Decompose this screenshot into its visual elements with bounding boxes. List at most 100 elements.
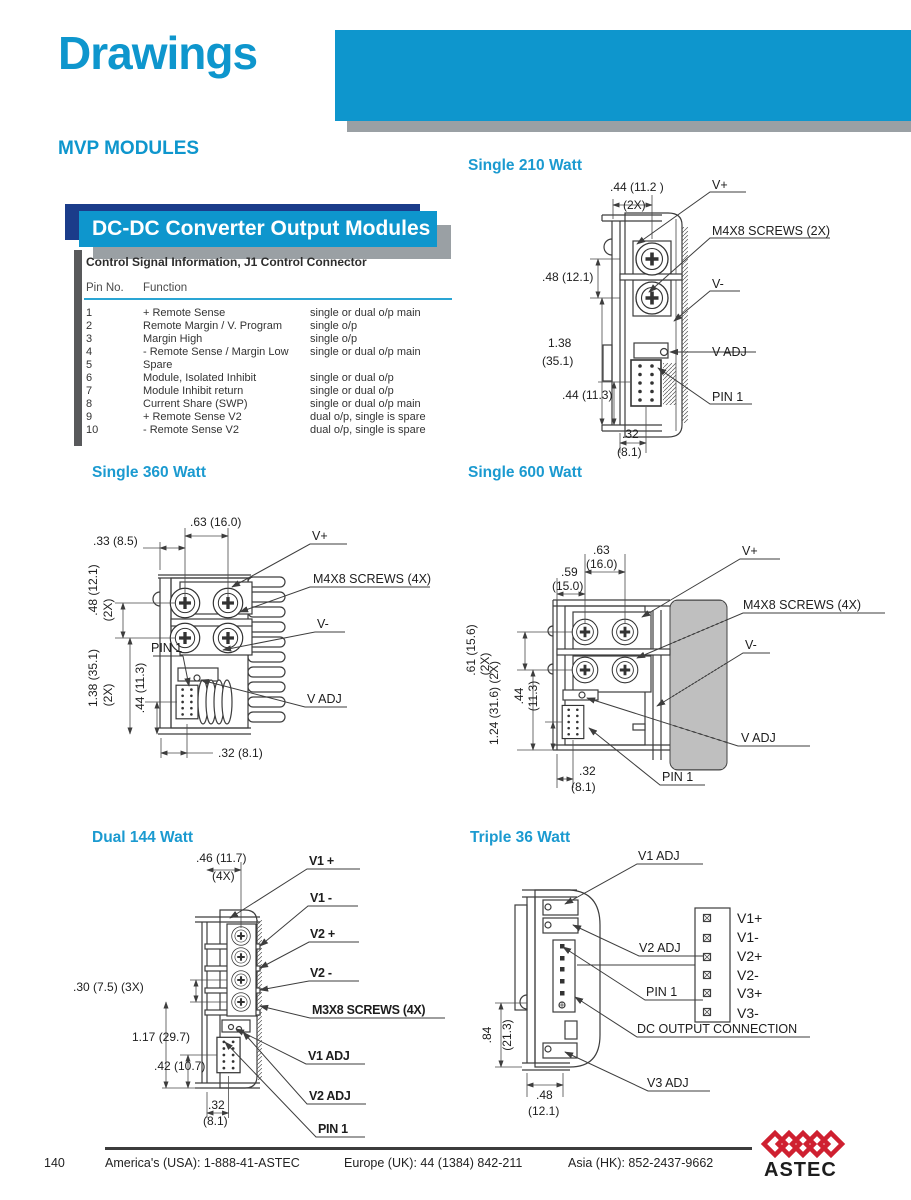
dim-label: (2X) (101, 684, 115, 707)
dim-label: .32 (8.1) (218, 746, 263, 760)
vadj-label: V2 ADJ (309, 1089, 351, 1103)
pin-label: V2+ (737, 948, 762, 964)
dim-label: .44 (11.3) (562, 388, 612, 402)
dim-label: (2X) (478, 653, 492, 676)
section-heading: MVP MODULES (58, 138, 200, 159)
dim-label: 1.38 (548, 336, 572, 350)
dim-label: (35.1) (542, 354, 573, 368)
footer-phone-asia: Asia (HK): 852-2437-9662 (568, 1156, 714, 1170)
astec-logo-diamonds (760, 1129, 846, 1159)
dim-label: .44 (11.2 ) (610, 180, 664, 194)
dim-label: 1.17 (29.7) (132, 1030, 190, 1044)
dim-label: .32 (208, 1098, 225, 1112)
terminal-label: V1 - (310, 891, 332, 905)
pin-label: V1- (737, 929, 759, 945)
banner-title: DC-DC Converter Output Modules (79, 211, 437, 247)
astec-logo-text: ASTEC (764, 1159, 837, 1181)
dim-label: 1.24 (31.6) (2X) (487, 661, 501, 745)
dim-label: .44 (11.3) (133, 663, 147, 713)
dim-label: (8.1) (617, 445, 642, 459)
dim-label: (2X) (101, 599, 115, 622)
dim-label: .30 (7.5) (3X) (73, 980, 144, 994)
astec-logo: ASTEC (760, 1129, 846, 1181)
dim-label: .84 (480, 1026, 494, 1043)
title-single-600: Single 600 Watt (468, 464, 582, 481)
vadj-label: V2 ADJ (639, 941, 681, 955)
terminal-label: V2 - (310, 966, 332, 980)
vadj-label: V1 ADJ (308, 1049, 350, 1063)
vadj-label: V ADJ (307, 692, 342, 706)
screw-label: M4X8 SCREWS (4X) (313, 572, 431, 586)
terminal-label: V- (745, 638, 757, 652)
table-rule (84, 298, 452, 300)
dim-label: .32 (622, 427, 639, 441)
dc-output-label: DC OUTPUT CONNECTION (637, 1022, 797, 1036)
terminal-label: V2 + (310, 927, 335, 941)
screw-label: M3X8 SCREWS (4X) (312, 1003, 425, 1017)
dim-label: (12.1) (528, 1104, 559, 1118)
title-single-360: Single 360 Watt (92, 464, 206, 481)
footer-phone-americas: America's (USA): 1-888-41-ASTEC (105, 1156, 300, 1170)
dim-label: (8.1) (571, 780, 596, 794)
pin1-label: PIN 1 (712, 390, 743, 404)
dim-label: (2X) (623, 198, 646, 212)
drawing-single-360: .63 (16.0) .33 (8.5) .48 (12.1) (2X) 1.3… (86, 515, 431, 760)
vadj-label: V ADJ (712, 345, 747, 359)
vadj-label: V1 ADJ (638, 849, 680, 863)
dim-label: .44 (512, 687, 526, 704)
dim-label: .33 (8.5) (93, 534, 138, 548)
dim-label: .63 (16.0) (190, 515, 241, 529)
pin-label: V3- (737, 1005, 759, 1021)
terminal-label: V- (712, 277, 724, 291)
terminal-label: V+ (312, 529, 328, 543)
screw-label: M4X8 SCREWS (2X) (712, 224, 830, 238)
drawing-dual-144: .46 (11.7) (4X) .30 (7.5) (3X) 1.17 (29.… (73, 851, 445, 1138)
pin1-label: PIN 1 (662, 770, 693, 784)
pin1-label: PIN 1 (151, 641, 182, 655)
page-title: Drawings (58, 27, 258, 79)
dim-label: 1.38 (35.1) (86, 649, 100, 707)
header-band (335, 30, 911, 121)
dim-label: (8.1) (203, 1114, 228, 1128)
table-title: Control Signal Information, J1 Control C… (86, 255, 367, 269)
dim-label: .63 (593, 543, 610, 557)
terminal-label: V+ (742, 544, 758, 558)
dim-label: .61 (15.6) (464, 624, 478, 675)
drawing-triple-36: V1 ADJ V2 ADJ PIN 1 DC OUTPUT CONNECTION… (480, 849, 810, 1118)
footer-rule (105, 1147, 752, 1150)
drawing-single-210: .44 (11.2 ) (2X) V+ M4X8 SCREWS (2X) .48… (542, 178, 830, 459)
dim-label: (4X) (212, 869, 235, 883)
pin-block-pins (702, 913, 712, 1017)
pin1-label: PIN 1 (318, 1122, 348, 1136)
dim-label: (21.3) (500, 1019, 514, 1050)
terminal-label: V1 + (309, 854, 334, 868)
title-triple-36: Triple 36 Watt (470, 829, 571, 846)
page-number: 140 (44, 1156, 65, 1170)
pin-label: V2- (737, 967, 759, 983)
dim-label: .32 (579, 764, 596, 778)
terminal-label: V- (317, 617, 329, 631)
pin1-label: PIN 1 (646, 985, 677, 999)
pin-label: V3+ (737, 985, 762, 1001)
control-signal-table: Control Signal Information, J1 Control C… (84, 255, 476, 445)
dim-label: (16.0) (586, 557, 617, 571)
title-dual-144: Dual 144 Watt (92, 829, 194, 846)
drawing-single-600: .63 (16.0) .59 (15.0) .61 (15.6) (2X) 1.… (464, 543, 885, 794)
col-header-function: Function (143, 282, 188, 294)
vadj-label: V ADJ (741, 731, 776, 745)
title-single-210: Single 210 Watt (468, 157, 582, 174)
terminal-label: V+ (712, 178, 728, 192)
dim-label: .48 (12.1) (86, 564, 100, 615)
pin-label: V1+ (737, 910, 762, 926)
dim-label: .48 (536, 1088, 553, 1102)
table-spine-bar (74, 250, 82, 446)
footer-phone-europe: Europe (UK): 44 (1384) 842-211 (344, 1156, 523, 1170)
screw-label: M4X8 SCREWS (4X) (743, 598, 861, 612)
col-header-pin: Pin No. (86, 282, 124, 294)
dim-label: (11.3) (526, 681, 540, 711)
vadj-label: V3 ADJ (647, 1076, 689, 1090)
dim-label: (15.0) (552, 579, 583, 593)
dim-label: .59 (561, 565, 578, 579)
dim-label: .48 (12.1) (542, 270, 593, 284)
